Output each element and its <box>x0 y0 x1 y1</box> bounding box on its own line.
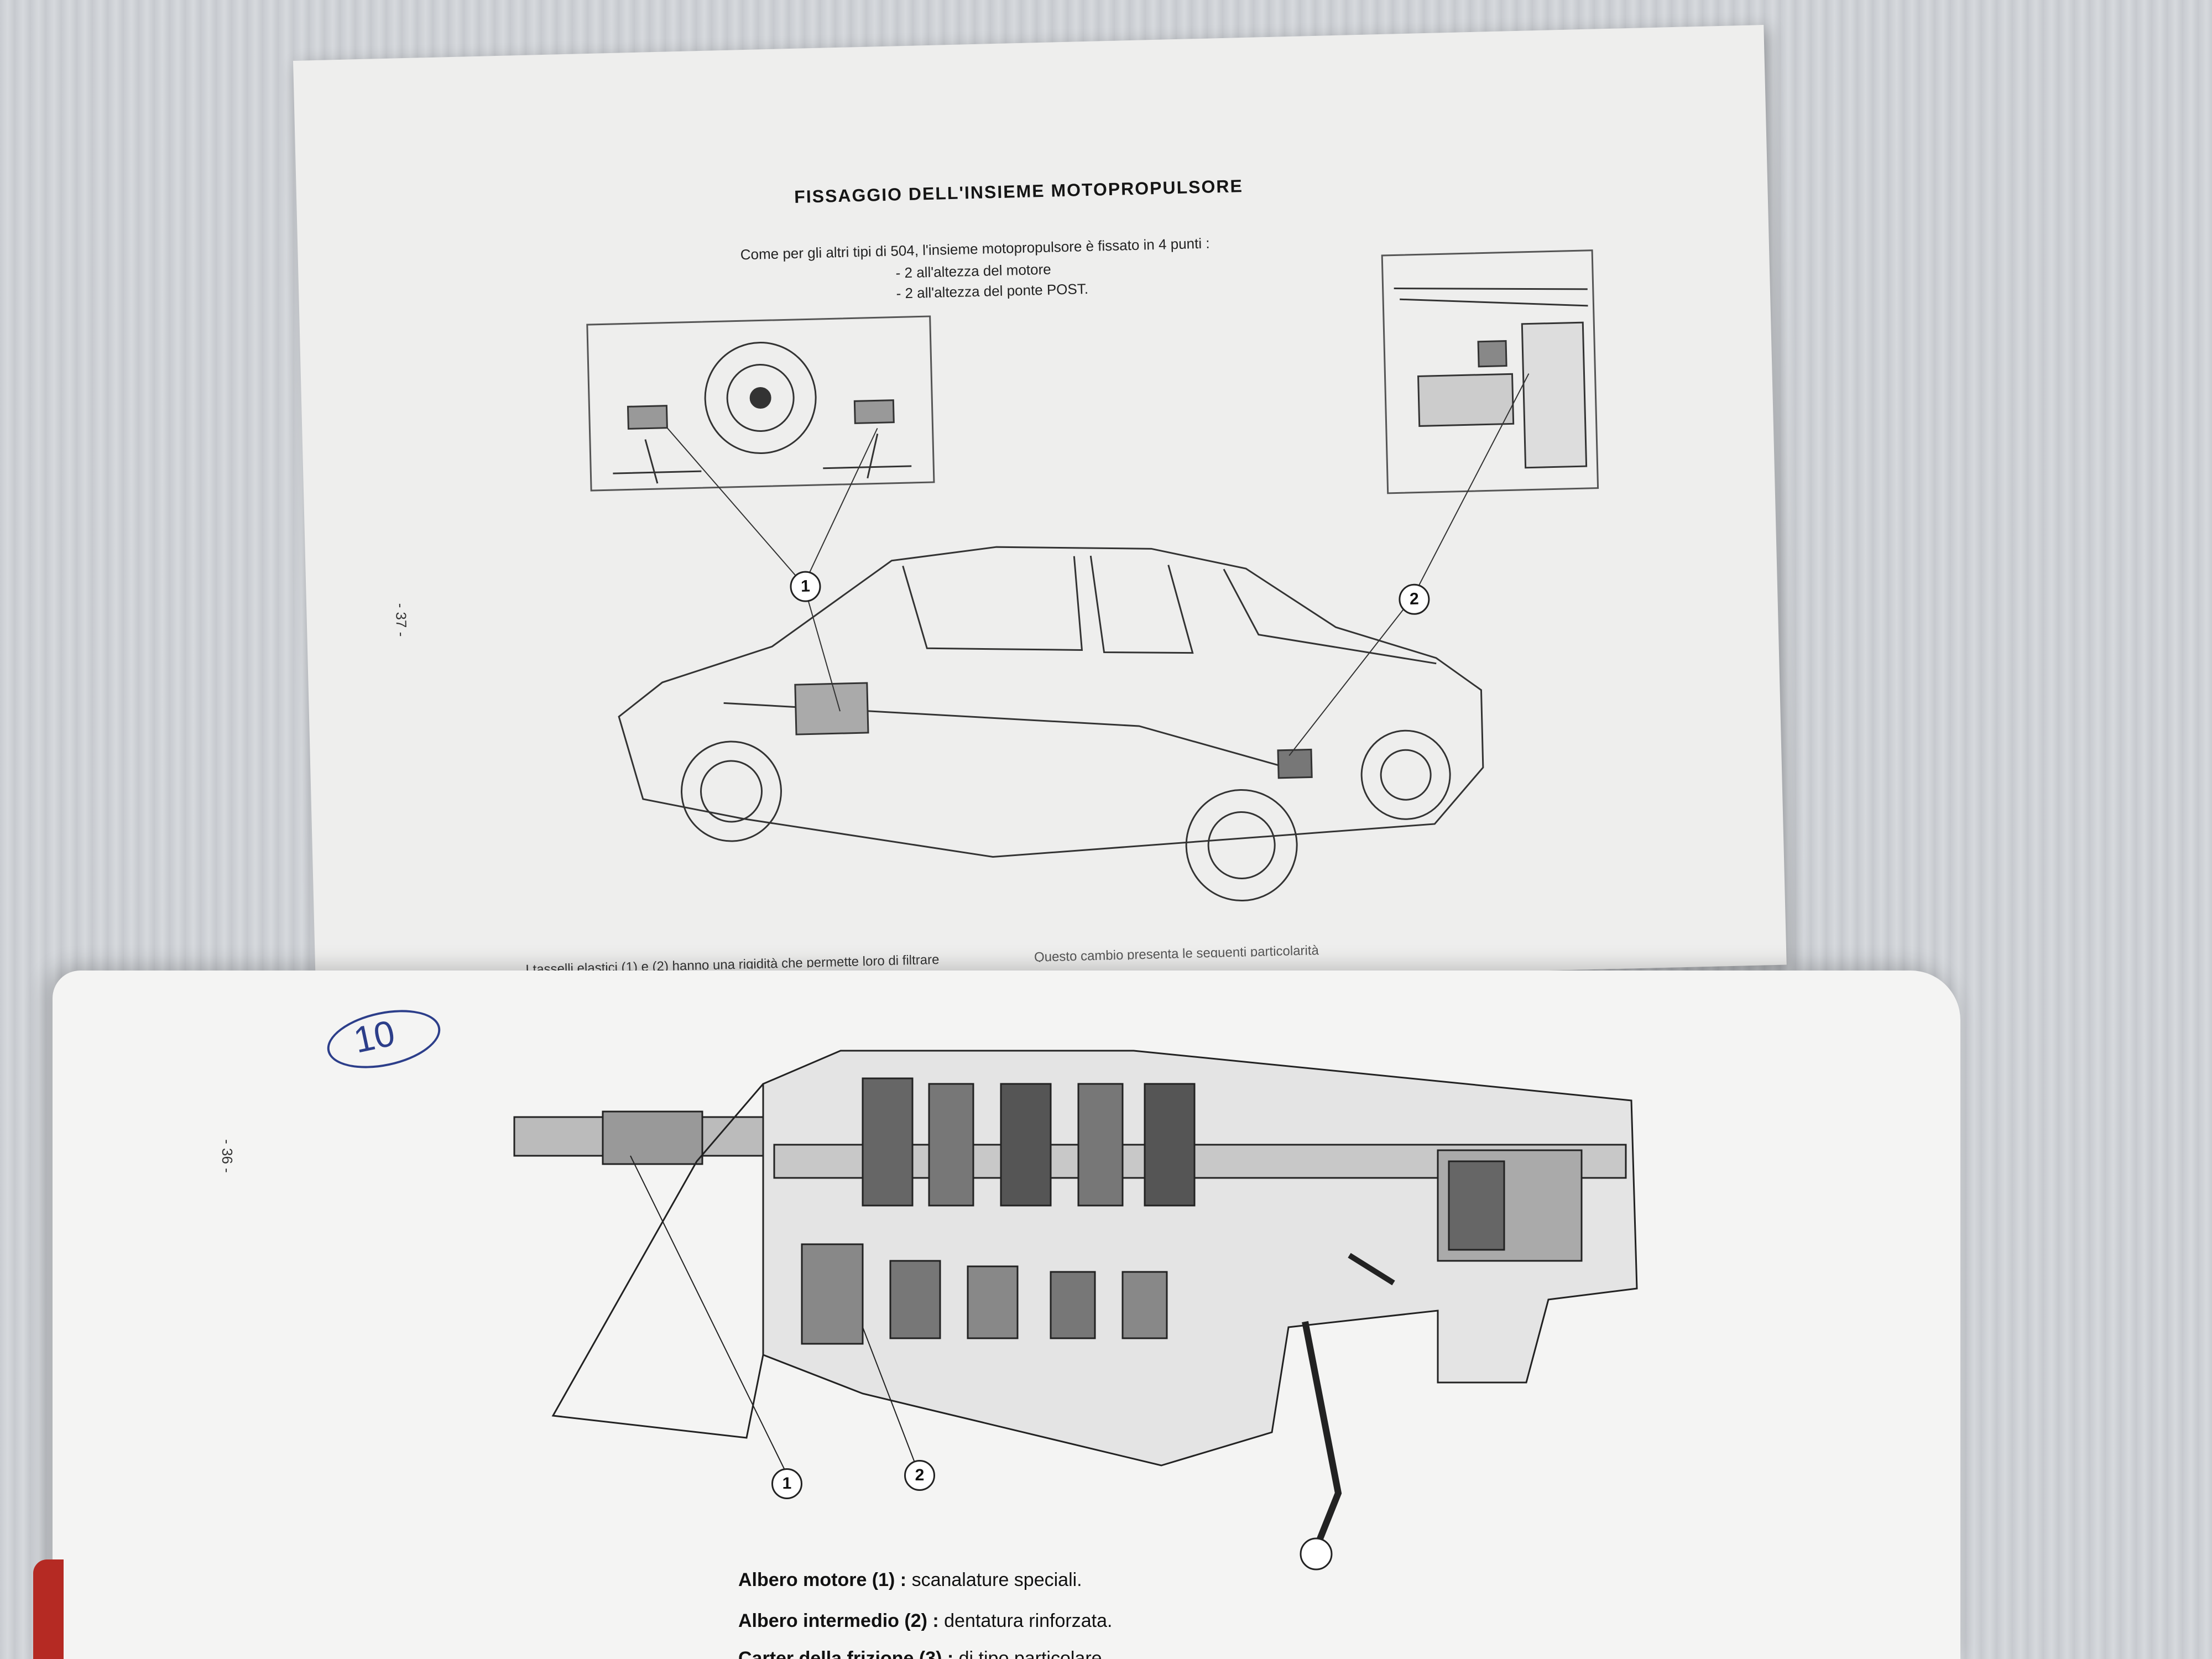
engine-mount-detail <box>586 315 935 492</box>
bullet-text: di tipo particolare <box>953 1648 1102 1659</box>
bullet-label: Albero intermedio (2) : <box>738 1610 939 1631</box>
bullet-text: dentatura rinforzata. <box>938 1610 1113 1631</box>
callout-layshaft: 2 <box>904 1460 935 1491</box>
bullet-label: Carter della frizione (3) : <box>738 1648 954 1659</box>
callout-input-shaft: 1 <box>771 1468 802 1499</box>
car-drawing <box>618 546 1484 902</box>
bullet-text: scanalature speciali. <box>906 1569 1082 1590</box>
red-cover-edge <box>33 1559 64 1659</box>
upper-page: FISSAGGIO DELL'INSIEME MOTOPROPULSORE Co… <box>293 25 1787 1001</box>
bullet-carter-frizione: Carter della frizione (3) : di tipo part… <box>738 1648 1102 1659</box>
bullet-label: Albero motore (1) : <box>738 1569 907 1590</box>
car-mount-illustration <box>586 249 1599 902</box>
bullet-albero-intermedio: Albero intermedio (2) : dentatura rinfor… <box>738 1610 1112 1632</box>
bullet-albero-motore: Albero motore (1) : scanalature speciali… <box>738 1569 1082 1591</box>
rear-axle-mount-detail <box>1381 249 1599 494</box>
